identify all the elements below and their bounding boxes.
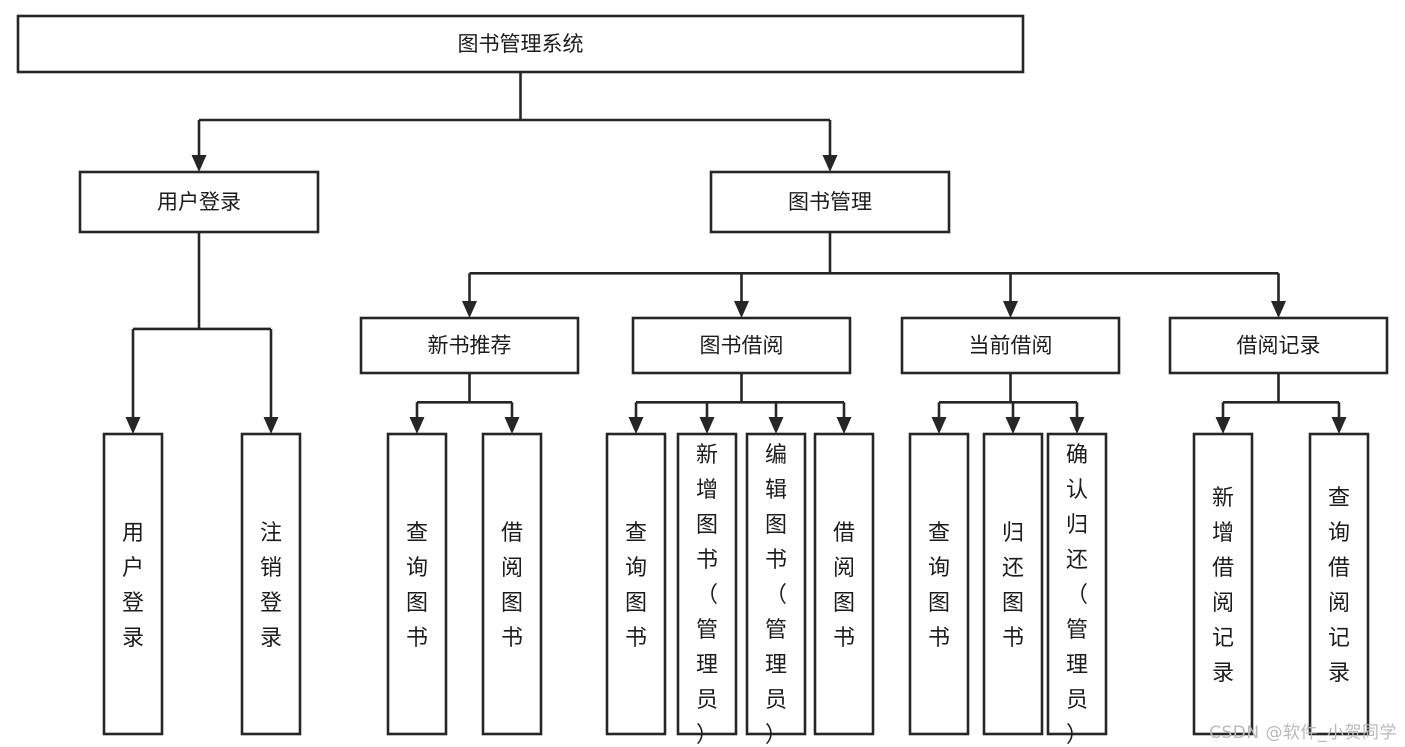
node-box [386,432,448,736]
node-query-book-2[interactable]: 查询图书 [605,432,667,736]
node-book-manage[interactable]: 图书管理 [709,170,951,234]
arrow-head-icon [822,155,838,172]
node-borrow-book-2[interactable]: 借阅图书 [813,432,875,736]
node-label: 新书推荐 [428,334,512,358]
node-label: 查询图书 [406,521,428,651]
node-label: 新增借阅记录 [1212,486,1234,686]
node-box [1308,432,1370,736]
node-box [908,432,970,736]
node-label: 新增图书（管理员） [696,443,718,747]
node-confirm-return-admin[interactable]: 确认归还（管理员） [1046,432,1108,747]
node-query-book-1[interactable]: 查询图书 [386,432,448,736]
node-box [481,432,543,736]
arrow-head-icon [1215,417,1231,434]
node-query-borrow-record[interactable]: 查询借阅记录 [1308,432,1370,736]
watermark-text: CSDN @软件_小贺同学 [1209,723,1397,743]
node-borrow-book-1[interactable]: 借阅图书 [481,432,543,736]
node-query-book-3[interactable]: 查询图书 [908,432,970,736]
node-box [359,316,580,375]
arrow-head-icon [1331,417,1347,434]
arrow-head-icon [462,301,477,318]
node-box [1192,432,1254,736]
node-box [813,432,875,736]
node-label: 用户登录 [122,521,144,651]
node-label: 图书管理 [788,190,872,214]
arrow-head-icon [768,417,784,434]
node-new-book-recommend[interactable]: 新书推荐 [359,316,580,375]
node-box [78,170,320,234]
node-box [900,316,1121,375]
node-box [605,432,667,736]
node-label: 借阅记录 [1237,334,1321,358]
node-box [982,432,1044,736]
node-box [1046,432,1108,736]
node-add-borrow-record[interactable]: 新增借阅记录 [1192,432,1254,736]
node-root[interactable]: 图书管理系统 [16,14,1025,74]
arrow-head-icon [699,417,715,434]
node-label: 确认归还（管理员） [1066,443,1088,747]
node-label: 当前借阅 [969,334,1053,358]
node-label: 图书借阅 [700,334,784,358]
arrow-head-icon [1005,417,1021,434]
arrow-head-icon [1069,417,1085,434]
arrow-head-icon [734,301,749,318]
node-box [745,432,807,736]
arrow-head-icon [191,155,207,172]
node-label: 查询图书 [625,521,647,651]
node-label: 借阅图书 [501,521,523,651]
node-label: 查询借阅记录 [1328,486,1350,686]
node-user-login[interactable]: 用户登录 [78,170,320,234]
node-box [631,316,852,375]
node-user-login-leaf[interactable]: 用户登录 [102,432,164,736]
node-box [1168,316,1389,375]
arrow-head-icon [1003,301,1018,318]
node-current-borrow[interactable]: 当前借阅 [900,316,1121,375]
node-box [16,14,1025,74]
node-return-book[interactable]: 归还图书 [982,432,1044,736]
arrow-head-icon [628,417,644,434]
node-label: 用户登录 [157,190,241,214]
node-box [709,170,951,234]
node-box [102,432,164,736]
node-user-logout-leaf[interactable]: 注销登录 [240,432,302,736]
connectors-layer [125,72,1347,434]
arrow-head-icon [931,417,947,434]
node-label: 查询图书 [928,521,950,651]
arrow-head-icon [125,417,141,434]
node-book-borrow[interactable]: 图书借阅 [631,316,852,375]
node-label: 图书管理系统 [458,32,584,56]
arrow-head-icon [1271,301,1286,318]
node-label: 编辑图书（管理员） [765,443,787,747]
node-box [676,432,738,736]
nodes-layer: 图书管理系统用户登录用户登录注销登录图书管理新书推荐查询图书借阅图书图书借阅查询… [16,14,1389,747]
node-add-book-admin[interactable]: 新增图书（管理员） [676,432,738,747]
arrow-head-icon [504,417,520,434]
node-borrow-record[interactable]: 借阅记录 [1168,316,1389,375]
node-edit-book-admin[interactable]: 编辑图书（管理员） [745,432,807,747]
node-label: 借阅图书 [833,521,855,651]
arrow-head-icon [263,417,279,434]
arrow-head-icon [409,417,425,434]
node-label: 归还图书 [1002,521,1024,651]
node-box [240,432,302,736]
node-label: 注销登录 [260,521,282,651]
arrow-head-icon [836,417,852,434]
